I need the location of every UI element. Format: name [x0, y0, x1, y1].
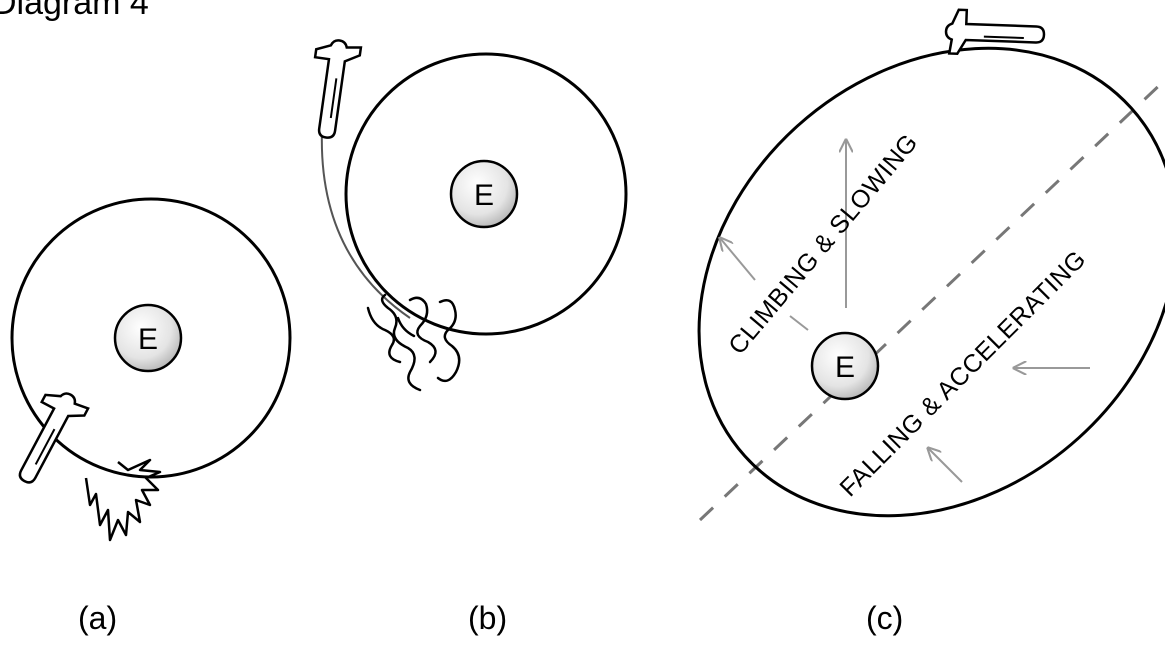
- panel-c: E CLIMBING & SLOWING FALLING & ACCELERAT…: [697, 8, 1165, 522]
- orbit-circle-b: [344, 52, 628, 336]
- shuttle-icon-b: [313, 39, 363, 139]
- force-arrow: [789, 315, 809, 331]
- earth-a: E: [113, 303, 183, 373]
- shuttle-icon-c: [944, 8, 1046, 56]
- descent-path-b: [320, 129, 411, 319]
- earth-c: E: [810, 331, 880, 401]
- earth-label-a: E: [138, 323, 158, 356]
- exhaust-flame-icon-a: [84, 458, 162, 542]
- force-arrow: [928, 448, 963, 483]
- major-axis-c: [698, 78, 1165, 522]
- force-arrow: [720, 238, 756, 281]
- panel-a: E: [10, 197, 292, 542]
- force-arrows-c: [720, 140, 1090, 483]
- earth-label-b: E: [474, 179, 494, 212]
- elliptical-orbit-c: [697, 46, 1165, 518]
- panel-b: E: [313, 39, 628, 392]
- earth-b: E: [449, 159, 519, 229]
- reentry-heat-icon-b: [366, 293, 461, 392]
- panel-label-c: (c): [866, 600, 904, 636]
- panel-label-a: (a): [78, 600, 118, 636]
- panel-label-b: (b): [468, 600, 508, 636]
- shuttle-icon-a: [18, 392, 90, 484]
- diagram-title: Diagram 4: [0, 0, 149, 22]
- earth-label-c: E: [835, 351, 855, 384]
- climbing-slowing-label: CLIMBING & SLOWING: [723, 129, 923, 360]
